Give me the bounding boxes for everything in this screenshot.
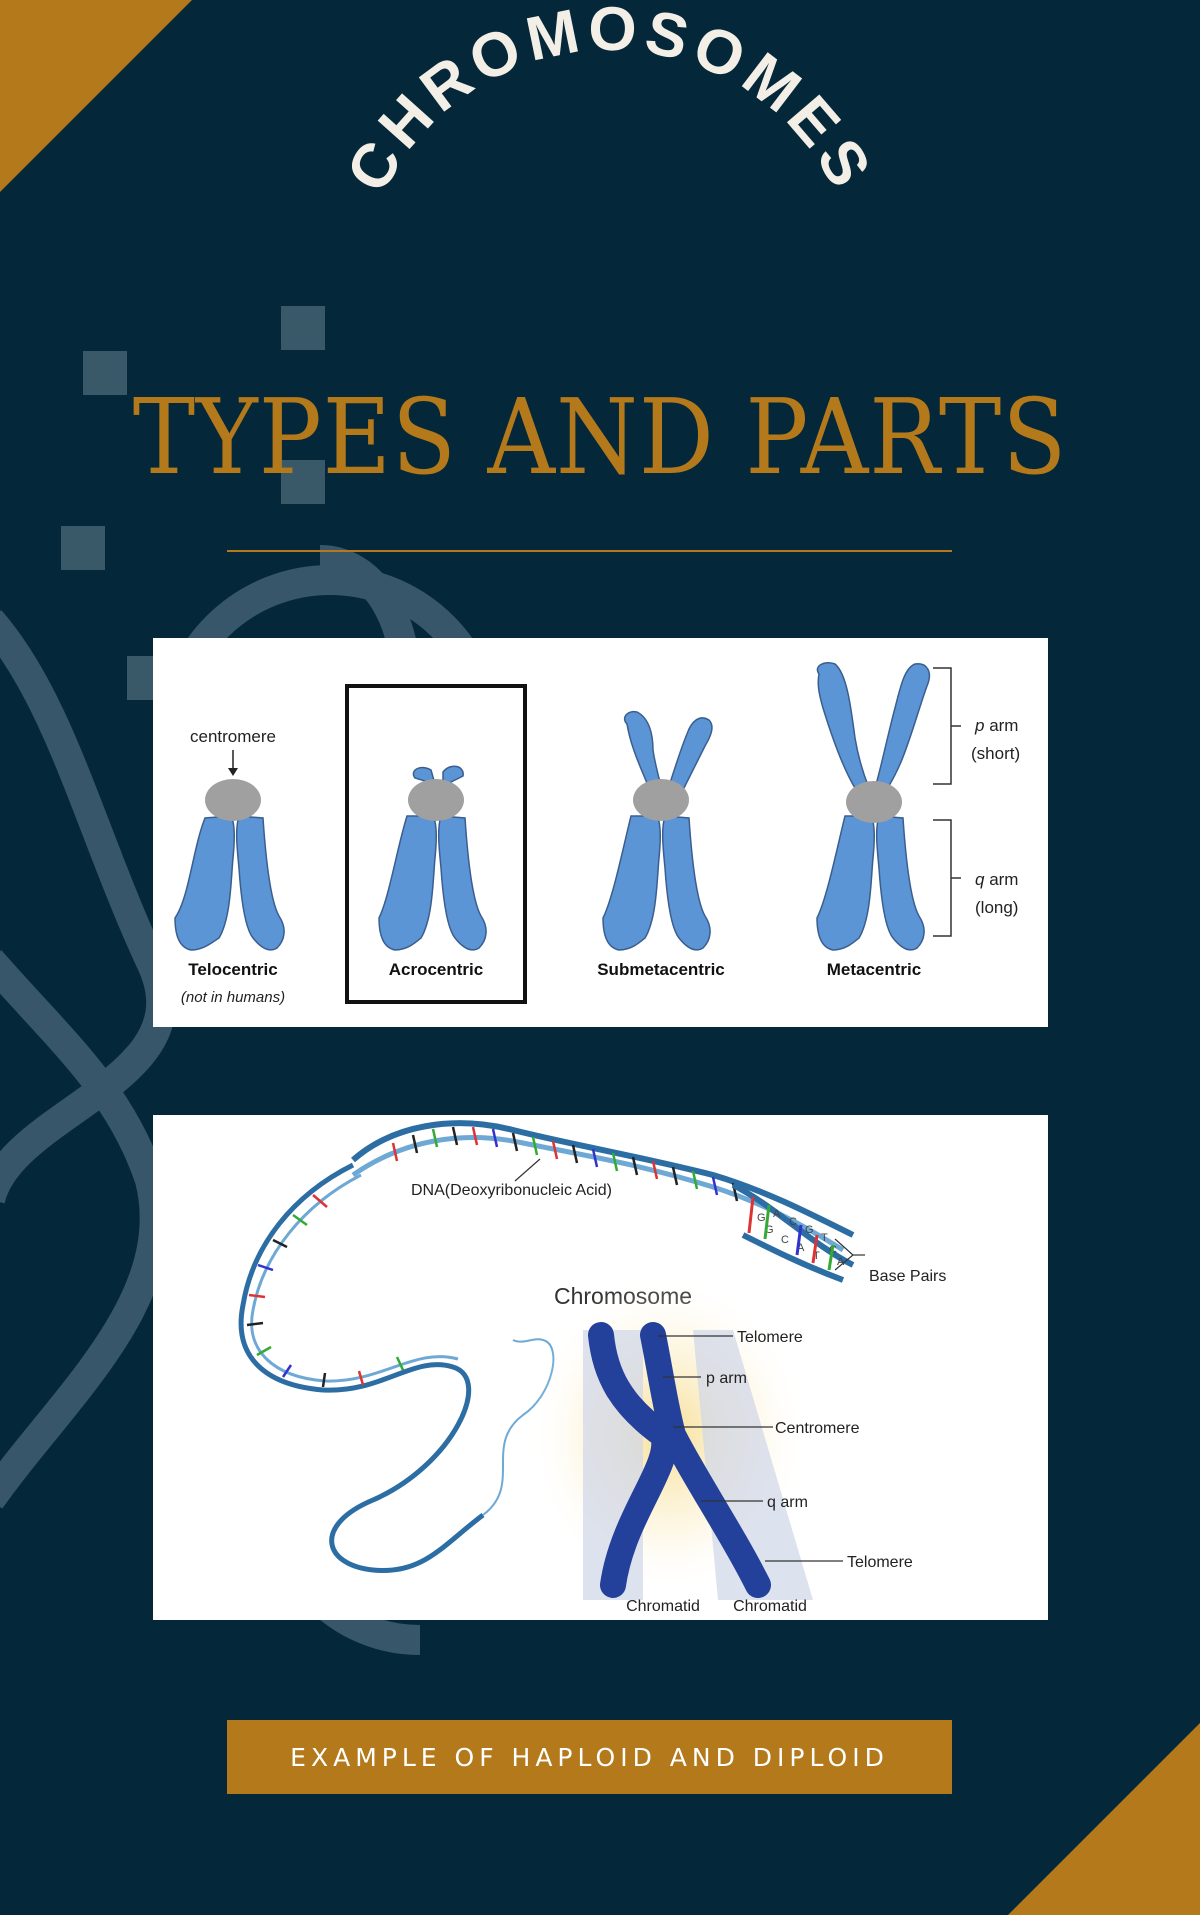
svg-text:A: A [837,1256,845,1268]
submetacentric-chromosome [602,710,713,951]
deco-square [281,460,325,504]
arc-title: CHROMOSOMES [334,0,881,203]
telocentric-chromosome [174,779,285,951]
type-label-acrocentric: Acrocentric [389,960,483,979]
svg-text:A: A [797,1242,805,1254]
corner-triangle-top-left [0,0,192,192]
type-note-telocentric: (not in humans) [181,989,285,1006]
dna-pointer [514,1158,541,1182]
chromosome-illustration [528,1275,813,1600]
svg-text:G: G [757,1212,766,1224]
svg-text:G: G [765,1224,774,1236]
q-arm-note: (long) [975,898,1018,917]
chromosome-structure-figure: A C G T G C A T G C A [153,1115,1048,1620]
svg-text:C: C [789,1216,797,1228]
deco-square [61,526,105,570]
acrocentric-highlight-box [345,684,527,1004]
svg-text:CHROMOSOMES: CHROMOSOMES [334,0,887,203]
base-pairs-label: Base Pairs [869,1268,946,1285]
p-arm-label: p arm [974,716,1018,735]
svg-text:T: T [813,1250,820,1262]
deco-square [83,351,127,395]
telomere-top-label: Telomere [737,1329,803,1346]
svg-text:T: T [821,1232,828,1244]
q-arm-bracket [933,819,961,937]
svg-text:A: A [773,1208,781,1220]
metacentric-chromosome [816,662,931,951]
deco-square [281,306,325,350]
type-label-submetacentric: Submetacentric [597,960,725,979]
svg-text:G: G [805,1224,814,1236]
chromosome-callout-lines [658,1335,843,1562]
p-arm-label: p arm [706,1370,747,1387]
centromere-label: centromere [190,727,276,746]
corner-triangle-bottom-right [1008,1723,1200,1915]
arc-title-svg: CHROMOSOMES [334,0,887,203]
dna-label: DNA(Deoxyribonucleic Acid) [411,1182,612,1199]
type-label-metacentric: Metacentric [827,960,921,979]
q-arm-label: q arm [975,870,1018,889]
acrocentric-chromosome [378,765,487,951]
p-arm-bracket [933,667,961,785]
svg-text:C: C [781,1234,789,1246]
p-arm-note: (short) [971,744,1020,763]
chromosome-types-figure: centromere Telocentric (not in humans) A… [153,638,1048,1027]
centromere-label: Centromere [775,1420,860,1437]
chromatid-right-label: Chromatid [733,1598,807,1615]
haploid-diploid-button[interactable]: EXAMPLE OF HAPLOID AND DIPLOID [227,1720,952,1794]
type-label-telocentric: Telocentric [188,960,277,979]
main-title: TYPES AND PARTS [132,376,1068,498]
title-divider [227,550,952,552]
base-pair-section: A C G T G C A T G C A [731,1182,855,1283]
chromatid-left-label: Chromatid [626,1598,700,1615]
telomere-bottom-label: Telomere [847,1554,913,1571]
q-arm-label: q arm [767,1494,808,1511]
